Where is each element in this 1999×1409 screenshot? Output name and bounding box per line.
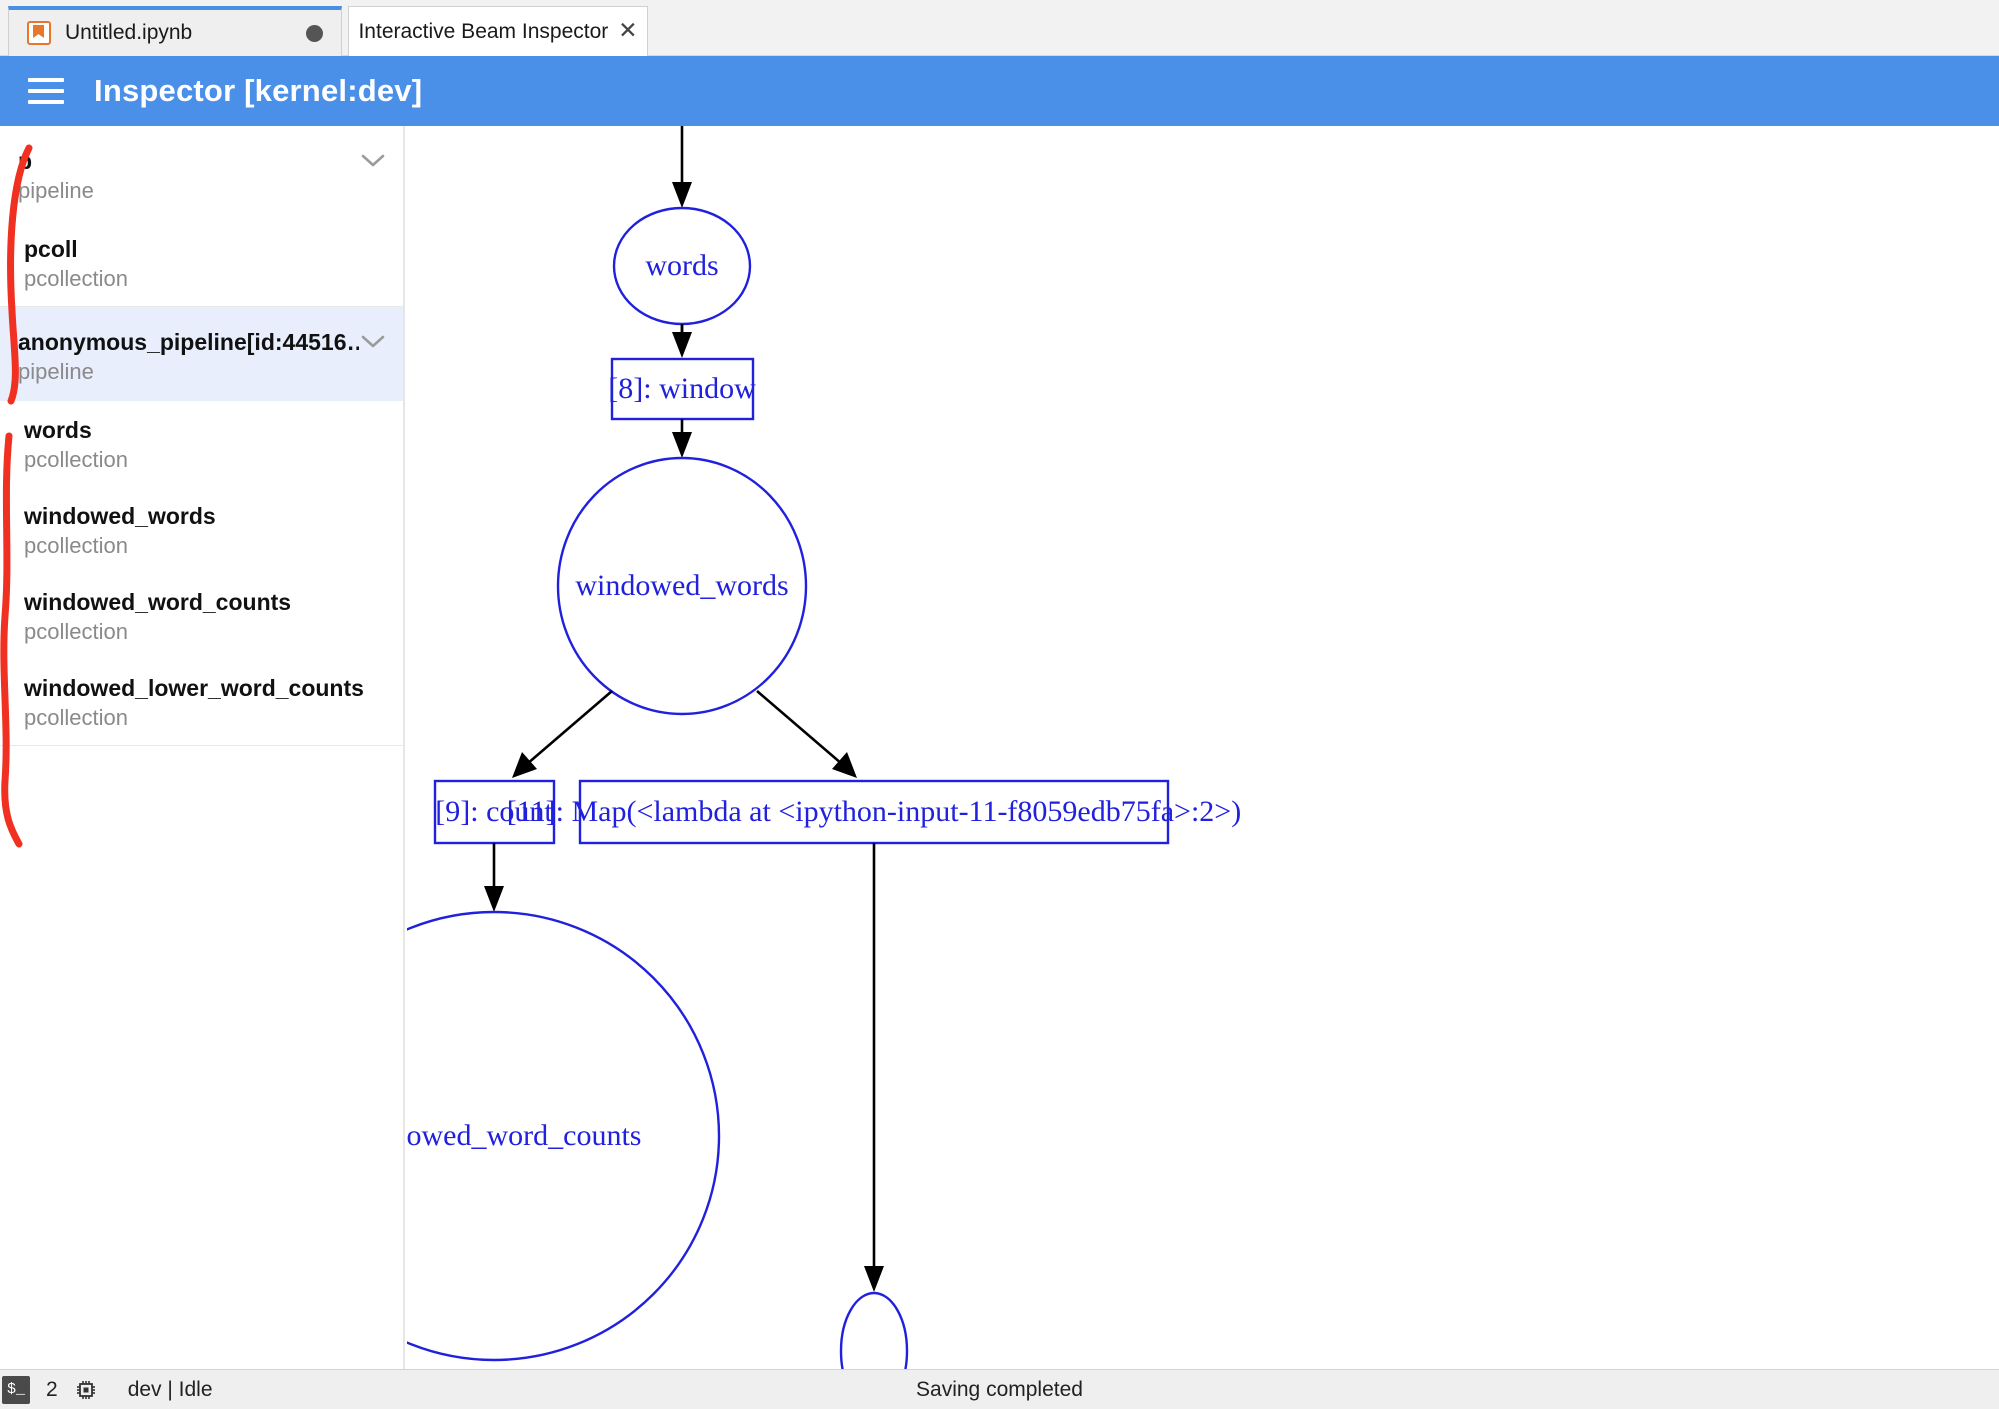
graph-node-count[interactable]: [9]: count bbox=[433, 779, 556, 845]
inspector-header: Inspector [kernel:dev] bbox=[0, 56, 1999, 126]
graph-node-windowed-word-counts[interactable]: windowed_word_counts bbox=[407, 910, 721, 1362]
kernel-status[interactable]: dev | Idle bbox=[127, 1377, 213, 1401]
graph-edge-input-words bbox=[672, 126, 692, 208]
inspectable-sidebar[interactable]: p pipeline pcoll pcollection anonymous_p… bbox=[0, 126, 405, 1369]
graph-edge-count-windowedwordcounts bbox=[484, 843, 504, 912]
hamburger-icon[interactable] bbox=[28, 78, 64, 104]
pipeline-group: p pipeline pcoll pcollection bbox=[0, 126, 403, 307]
notebook-icon bbox=[27, 21, 51, 45]
pipeline-group: anonymous_pipeline[id:44516… pipeline wo… bbox=[0, 307, 403, 746]
status-left-group: $_ 2 dev | Idle bbox=[0, 1375, 213, 1404]
kernel-count: 2 bbox=[46, 1377, 58, 1401]
pcollection-type: pcollection bbox=[24, 705, 128, 730]
pcollection-name: words bbox=[24, 417, 92, 443]
graph-node-label: [9]: count bbox=[435, 795, 553, 828]
graph-node-label: windowed_words bbox=[575, 569, 788, 602]
pcollection-name: pcoll bbox=[24, 236, 78, 262]
sidebar-item-windowed-words[interactable]: windowed_words pcollection bbox=[0, 487, 403, 573]
tab-interactive-beam-inspector[interactable]: Interactive Beam Inspector ✕ bbox=[348, 6, 648, 56]
sidebar-item-pipeline-anonymous[interactable]: anonymous_pipeline[id:44516… pipeline bbox=[0, 307, 403, 401]
terminal-icon[interactable]: $_ bbox=[2, 1375, 30, 1404]
unsaved-indicator-icon[interactable] bbox=[306, 24, 323, 42]
graph-node-label: words bbox=[645, 249, 718, 282]
pipeline-type: pipeline bbox=[18, 178, 94, 203]
close-icon[interactable]: ✕ bbox=[618, 18, 638, 44]
graph-node-label: [11]: Map(<lambda at <ipython-input-11-f… bbox=[507, 795, 1241, 828]
pcollection-type: pcollection bbox=[24, 533, 128, 558]
sidebar-item-pcoll[interactable]: pcoll pcollection bbox=[0, 220, 403, 306]
tab-bar: Untitled.ipynb Interactive Beam Inspecto… bbox=[0, 0, 1999, 56]
graph-node-label: windowed_word_counts bbox=[407, 1119, 641, 1152]
tab-label: Interactive Beam Inspector bbox=[358, 19, 609, 43]
chevron-down-icon[interactable] bbox=[361, 335, 385, 349]
graph-node-map[interactable]: [11]: Map(<lambda at <ipython-input-11-f… bbox=[507, 779, 1241, 845]
status-bar: $_ 2 dev | Idle Saving completed bbox=[0, 1369, 1999, 1409]
page-title: Inspector [kernel:dev] bbox=[94, 73, 423, 108]
pcollection-type: pcollection bbox=[24, 447, 128, 472]
hamburger-bar bbox=[28, 100, 64, 104]
chevron-down-icon[interactable] bbox=[361, 154, 385, 168]
pcollection-type: pcollection bbox=[24, 266, 128, 291]
status-message: Saving completed bbox=[916, 1377, 1083, 1401]
sidebar-item-windowed-lower-word-counts[interactable]: windowed_lower_word_counts pcollection bbox=[0, 659, 403, 745]
graph-edge-windowedwords-count bbox=[512, 690, 613, 778]
pipeline-name: p bbox=[18, 148, 33, 174]
pipeline-name: anonymous_pipeline[id:44516… bbox=[18, 329, 359, 355]
pipeline-graph-canvas[interactable]: words [8]: window bbox=[407, 126, 1999, 1369]
tab-untitled-ipynb[interactable]: Untitled.ipynb bbox=[8, 6, 342, 56]
inspector-body: p pipeline pcoll pcollection anonymous_p… bbox=[0, 126, 1999, 1369]
graph-edge-window-windowedwords bbox=[672, 419, 692, 458]
graph-edge-map-lowercounts bbox=[864, 843, 884, 1292]
hamburger-bar bbox=[28, 78, 64, 82]
sidebar-item-words[interactable]: words pcollection bbox=[0, 401, 403, 487]
pcollection-name: windowed_words bbox=[24, 503, 216, 529]
graph-node-windowed-words[interactable]: windowed_words bbox=[556, 456, 808, 716]
pipeline-graph: words [8]: window bbox=[407, 126, 1241, 1369]
graph-node-words[interactable]: words bbox=[612, 206, 752, 326]
pcollection-name: windowed_lower_word_counts bbox=[24, 675, 364, 701]
graph-edge-windowedwords-map bbox=[756, 690, 857, 778]
sidebar-item-pipeline-p[interactable]: p pipeline bbox=[0, 126, 403, 220]
graph-node-windowed-lower-word-counts[interactable] bbox=[839, 1291, 909, 1369]
pipeline-type: pipeline bbox=[18, 359, 94, 384]
sidebar-item-windowed-word-counts[interactable]: windowed_word_counts pcollection bbox=[0, 573, 403, 659]
pcollection-name: windowed_word_counts bbox=[24, 589, 292, 615]
graph-node-window[interactable]: [8]: window bbox=[608, 357, 756, 421]
cpu-icon[interactable] bbox=[74, 1378, 98, 1402]
pcollection-type: pcollection bbox=[24, 619, 128, 644]
graph-node-label: [8]: window bbox=[608, 372, 756, 405]
graph-edge-words-window bbox=[672, 324, 692, 358]
tab-label-group: Untitled.ipynb bbox=[27, 21, 192, 45]
tab-label: Untitled.ipynb bbox=[65, 21, 193, 44]
hamburger-bar bbox=[28, 89, 64, 93]
